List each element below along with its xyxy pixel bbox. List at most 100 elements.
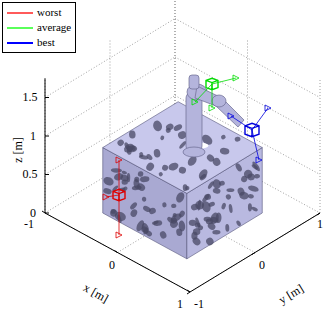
box-texture	[152, 120, 163, 133]
box-texture	[212, 230, 220, 235]
box-texture	[212, 178, 222, 189]
box-texture	[137, 171, 143, 177]
box-texture	[121, 170, 127, 174]
robot-link	[195, 86, 244, 127]
legend-line-sample	[7, 10, 33, 16]
box-texture	[234, 136, 241, 142]
frame-arrow	[265, 105, 271, 111]
box-texture	[201, 193, 210, 203]
box-texture	[191, 232, 198, 240]
tick-mark	[317, 213, 320, 215]
box-texture	[173, 123, 184, 132]
box-texture	[238, 191, 249, 201]
box-texture	[142, 205, 152, 213]
box-texture	[140, 176, 150, 183]
box-texture	[211, 157, 221, 168]
frame-arrow	[256, 157, 262, 163]
box-texture	[165, 127, 171, 133]
box-texture	[141, 196, 146, 202]
grid-line	[45, 78, 46, 213]
tick-label: 0	[109, 259, 115, 271]
box-texture	[111, 168, 122, 173]
box-texture	[206, 221, 216, 231]
box-texture	[153, 149, 161, 158]
grid-line	[320, 78, 321, 213]
tick-mark	[45, 97, 49, 98]
box-texture	[189, 219, 197, 226]
box-texture	[197, 168, 209, 181]
box-texture	[159, 230, 168, 239]
box-texture	[226, 188, 234, 192]
box-texture	[116, 138, 125, 147]
box-texture	[178, 166, 186, 174]
axis-label: y [m]	[277, 282, 306, 306]
axis-label: z [m]	[12, 137, 24, 163]
box-texture	[120, 174, 130, 183]
box-texture	[248, 203, 252, 211]
tick-mark	[45, 213, 49, 214]
legend-text: worst	[37, 7, 61, 18]
box-texture	[134, 176, 140, 183]
box-texture	[129, 208, 138, 218]
box-texture	[205, 236, 215, 246]
tick-label: 0.5	[23, 168, 38, 180]
box-texture	[152, 220, 160, 226]
tick-label: 1	[30, 130, 36, 142]
box-texture	[247, 173, 255, 181]
axis-line	[45, 78, 46, 213]
box-texture	[235, 220, 241, 227]
box-texture	[127, 145, 138, 152]
box-texture	[162, 202, 167, 208]
legend-row: best	[7, 35, 71, 50]
box-texture	[171, 203, 177, 208]
tick-mark	[45, 174, 49, 175]
box-texture	[219, 147, 229, 155]
frame-axis	[252, 130, 259, 160]
tick-label: 0	[259, 259, 265, 271]
box-texture	[247, 184, 259, 192]
axis-label: x [m]	[82, 281, 111, 304]
frame-axis	[119, 160, 120, 195]
robot-base	[183, 147, 205, 157]
legend-row: worst	[7, 5, 71, 20]
frame-arrow	[192, 99, 198, 105]
robot-link	[186, 92, 202, 152]
box-texture	[139, 152, 144, 158]
box-texture	[234, 162, 243, 172]
box-texture	[158, 171, 164, 177]
tick-label: 1.5	[23, 91, 38, 103]
box-texture	[142, 227, 149, 235]
frame-arrow	[209, 105, 215, 111]
robot-joint	[212, 95, 226, 107]
box-texture	[129, 201, 138, 210]
frame-arrow	[103, 194, 109, 200]
frame-arrow	[228, 113, 234, 119]
tick-mark	[45, 136, 49, 137]
legend-text: average	[37, 22, 71, 33]
tick-mark	[252, 253, 255, 255]
frame-axis	[212, 78, 236, 84]
box-texture	[116, 214, 122, 224]
tick-mark	[115, 251, 118, 253]
box-texture	[225, 224, 229, 232]
box-texture	[102, 175, 115, 187]
legend-line-sample	[7, 40, 33, 46]
box-texture	[161, 164, 168, 171]
legend-box: worst average best	[2, 2, 76, 53]
frame-arrow	[233, 75, 239, 81]
box-texture	[251, 206, 259, 212]
tick-label: -1	[24, 218, 34, 230]
box-texture	[173, 213, 177, 218]
tick-label: -1	[194, 298, 204, 310]
grid-line	[45, 57, 175, 136]
axis-line	[190, 213, 320, 292]
tick-mark	[187, 290, 190, 292]
frame-axis	[119, 195, 120, 235]
box-texture	[225, 193, 232, 200]
tick-mark	[42, 211, 45, 213]
frame-axis	[212, 84, 213, 108]
box-texture	[129, 130, 136, 138]
grid-line	[190, 213, 320, 292]
box-texture	[103, 187, 113, 195]
